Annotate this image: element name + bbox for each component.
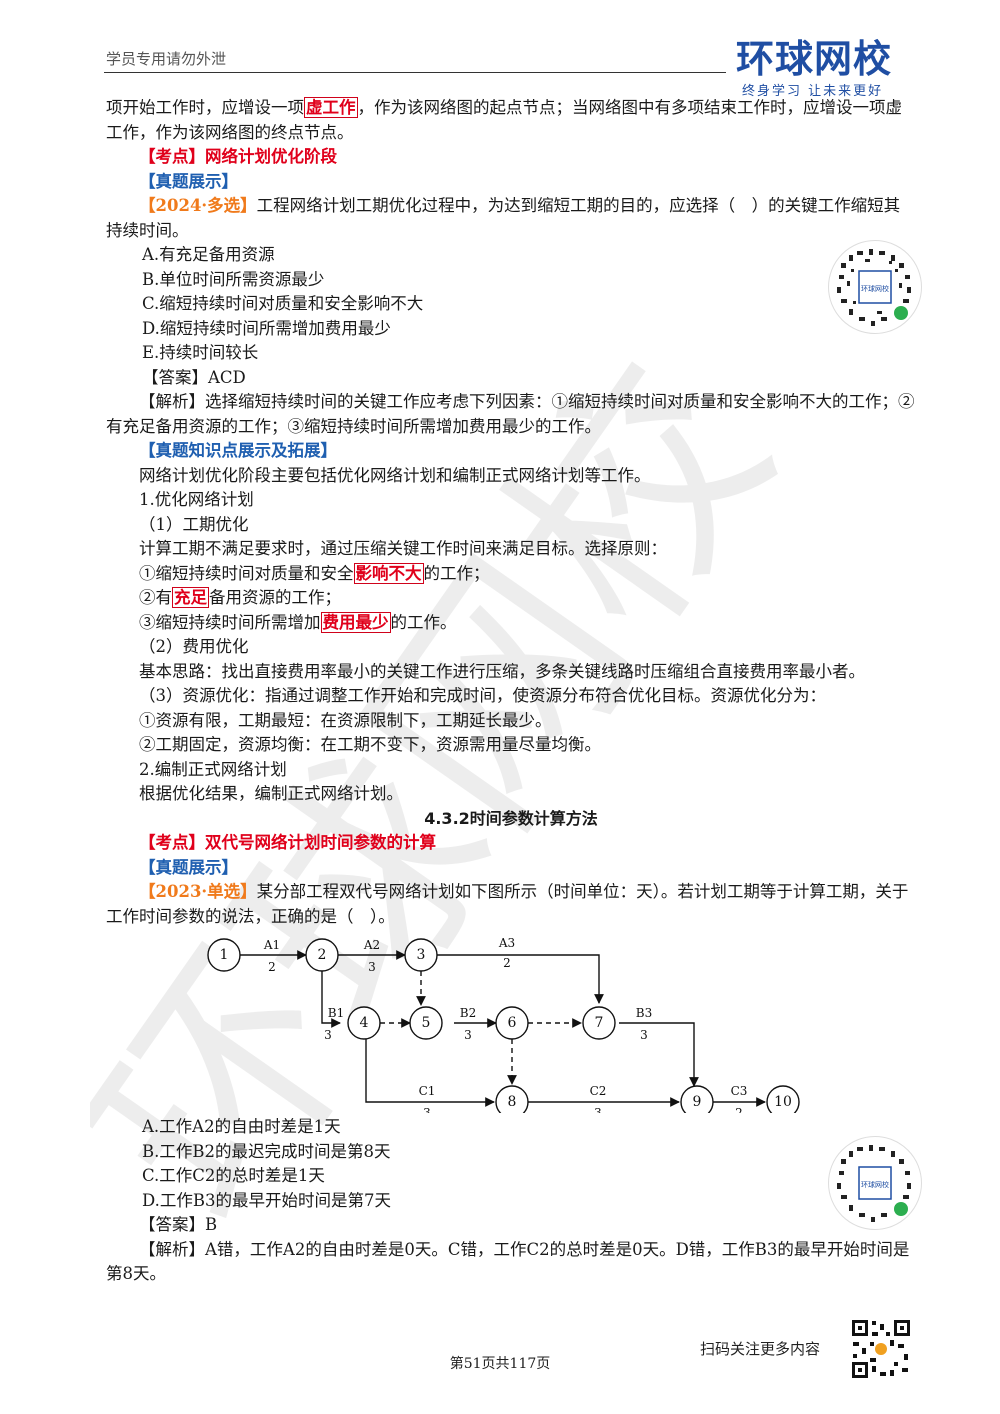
node-3 — [404, 938, 438, 972]
section-title: 4.3.2时间参数计算方法 — [424, 808, 598, 828]
activity-b2-duration: 3 — [464, 1028, 472, 1042]
main-content: 项开始工作时，应增设一项虚工作，作为该网络图的起点节点；当网络图中有多项结束工作… — [106, 96, 916, 1287]
question-1-tag: 【2024·多选】 — [139, 196, 257, 215]
extension-heading: 【真题知识点展示及拓展】 — [139, 441, 337, 460]
ext-paragraph-3: 基本思路：找出直接费用率最小的关键工作进行压缩，多条关键线路时压缩组合直接费用率… — [139, 661, 865, 681]
ext-heading-1-1: （1）工期优化 — [139, 514, 249, 534]
rule-3: ③缩短持续时间所需增加费用最少的工作。 — [139, 611, 457, 633]
activity-c1-duration: 3 — [423, 1106, 431, 1113]
node-label-4: 4 — [360, 1015, 369, 1031]
node-4 — [347, 1006, 381, 1040]
node-label-9: 9 — [693, 1094, 702, 1110]
activity-a1-name: A1 — [263, 938, 280, 952]
activity-a3-duration: 2 — [503, 956, 511, 970]
rule-1: ①缩短持续时间对质量和安全影响不大的工作； — [139, 562, 490, 584]
highlight-least-cost: 费用最少 — [320, 611, 391, 633]
question-1-answer: 【答案】ACD — [142, 367, 246, 387]
question-2-tag: 【2023·单选】 — [139, 882, 257, 901]
option-2-b: B.工作B2的最迟完成时间是第8天 — [142, 1141, 391, 1161]
exam-show-heading-1: 【真题展示】 — [139, 171, 238, 191]
option-c: C.缩短持续时间对质量和安全影响不大 — [142, 294, 424, 313]
qr-center-label-2: 环球网校 — [861, 1180, 889, 1189]
page-number: 第51页共117页 — [449, 1356, 551, 1372]
activity-a1-duration: 2 — [268, 960, 276, 974]
key-point-heading-1: 【考点】网络计划优化阶段 — [139, 147, 337, 166]
key-point-heading-2: 【考点】双代号网络计划时间参数的计算 — [139, 833, 436, 852]
header-divider — [104, 72, 726, 73]
activity-a2-duration: 3 — [368, 960, 376, 974]
network-diagram: 1 2 3 4 5 6 7 8 9 10 A1 2 A2 3 A3 2 B1 3… — [207, 936, 800, 1113]
node-5 — [409, 1006, 443, 1040]
activity-b3-duration: 3 — [640, 1028, 648, 1042]
ext-paragraph-6: ②工期固定，资源均衡：在工期不变下，资源需用量尽量均衡。 — [139, 735, 601, 754]
node-label-2: 2 — [318, 947, 327, 963]
node-10 — [766, 1085, 800, 1113]
ext-paragraph-7: 根据优化结果，编制正式网络计划。 — [139, 784, 403, 803]
node-label-1: 1 — [220, 947, 229, 963]
node-label-7: 7 — [595, 1015, 604, 1031]
highlight-sufficient: 充足 — [172, 587, 209, 608]
node-label-5: 5 — [422, 1015, 431, 1031]
mini-program-qr-icon-2: 环球网校 — [828, 1136, 922, 1230]
activity-b1-name: B1 — [328, 1006, 344, 1020]
ext-heading-1: 1.优化网络计划 — [139, 490, 254, 509]
option-d: D.缩短持续时间所需增加费用最少 — [142, 318, 391, 338]
activity-c1-name: C1 — [419, 1084, 436, 1098]
node-label-10: 10 — [774, 1094, 792, 1110]
scan-follow-text: 扫码关注更多内容 — [700, 1340, 821, 1358]
question-1-analysis: 【解析】选择缩短持续时间的关键工作应考虑下列因素：①缩短持续时间对质量和安全影响… — [106, 392, 915, 436]
activity-c3-duration: 2 — [735, 1106, 743, 1113]
logo-main-text: 环球网校 — [736, 37, 893, 81]
header-confidential-text: 学员专用请勿外泄 — [106, 50, 227, 68]
option-e: E.持续时间较长 — [142, 343, 259, 362]
activity-b3-name: B3 — [636, 1006, 652, 1020]
ext-paragraph-4: （3）资源优化：指通过调整工作开始和完成时间，使资源分布符合优化目标。资源优化分… — [139, 686, 826, 705]
node-1 — [207, 938, 241, 972]
option-a: A.有充足备用资源 — [142, 245, 275, 264]
node-2 — [305, 938, 339, 972]
ext-heading-1-2: （2）费用优化 — [139, 637, 249, 656]
activity-a2-name: A2 — [363, 938, 380, 952]
ext-paragraph-5: ①资源有限，工期最短：在资源限制下，工期延长最少。 — [139, 710, 552, 730]
option-2-c: C.工作C2的总时差是1天 — [142, 1166, 325, 1185]
highlight-virtual-work: 虚工作 — [304, 97, 358, 118]
question-2-answer: 【答案】B — [139, 1215, 218, 1234]
ext-paragraph-1: 网络计划优化阶段主要包括优化网络计划和编制正式网络计划等工作。 — [139, 465, 651, 485]
question-2-options: A.工作A2的自由时差是1天 B.工作B2的最迟完成时间是第8天 C.工作C2的… — [106, 1115, 916, 1213]
paragraph-virtual-work: 项开始工作时，应增设一项虚工作，作为该网络图的起点节点；当网络图中有多项结束工作… — [106, 97, 902, 142]
option-2-a: A.工作A2的自由时差是1天 — [142, 1117, 341, 1136]
mini-program-qr-icon: 环球网校 — [828, 240, 922, 334]
option-b: B.单位时间所需资源最少 — [142, 269, 325, 289]
node-label-8: 8 — [508, 1094, 517, 1110]
qr-center-label: 环球网校 — [861, 284, 889, 293]
node-9 — [680, 1085, 714, 1113]
activity-b1-duration: 3 — [324, 1028, 332, 1042]
logo-slogan: 终身学习 让未来更好 — [742, 84, 884, 99]
highlight-small-impact: 影响不大 — [353, 562, 424, 584]
question-1-options: A.有充足备用资源 B.单位时间所需资源最少 C.缩短持续时间对质量和安全影响不… — [106, 243, 916, 390]
ext-heading-2: 2.编制正式网络计划 — [139, 759, 287, 779]
activity-c2-duration: 3 — [594, 1106, 602, 1113]
activity-a3-name: A3 — [498, 936, 515, 950]
activity-b2-name: B2 — [460, 1006, 476, 1020]
node-label-3: 3 — [417, 947, 426, 963]
node-7 — [582, 1006, 616, 1040]
ext-paragraph-2: 计算工期不满足要求时，通过压缩关键工作时间来满足目标。选择原则： — [139, 539, 667, 558]
exam-show-heading-2: 【真题展示】 — [139, 857, 238, 877]
brand-logo: 环球网校 终身学习 让未来更好 — [736, 36, 916, 106]
question-1: 【2024·多选】工程网络计划工期优化过程中，为达到缩短工期的目的，应选择（ ）… — [106, 196, 901, 240]
node-6 — [495, 1006, 529, 1040]
node-label-6: 6 — [508, 1015, 517, 1031]
wechat-qr-code-icon — [850, 1318, 912, 1380]
rule-2: ②有充足备用资源的工作； — [139, 587, 341, 608]
question-2: 【2023·单选】某分部工程双代号网络计划如下图所示（时间单位：天）。若计划工期… — [106, 882, 909, 926]
activity-c3-name: C3 — [731, 1084, 748, 1098]
activity-c2-name: C2 — [590, 1084, 607, 1098]
option-2-d: D.工作B3的最早开始时间是第7天 — [142, 1190, 392, 1210]
node-8 — [495, 1085, 529, 1113]
question-2-analysis: 【解析】A错，工作A2的自由时差是0天。C错，工作C2的总时差是0天。D错，工作… — [106, 1239, 910, 1284]
